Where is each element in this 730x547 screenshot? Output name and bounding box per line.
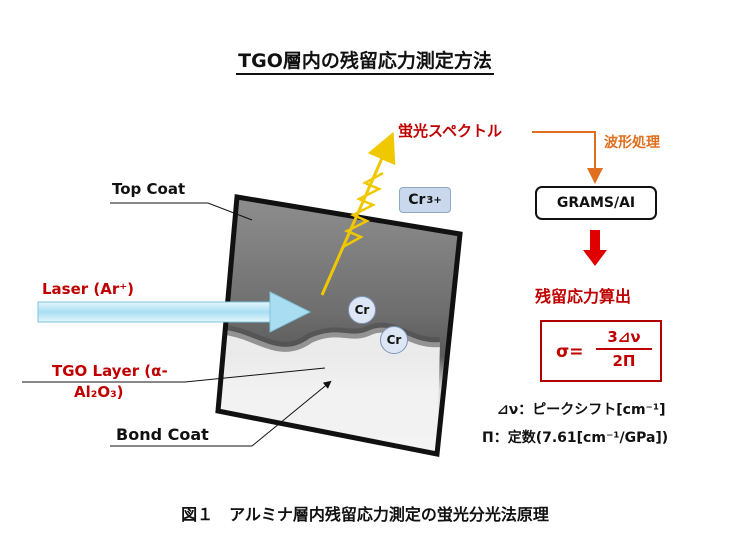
calc-arrow <box>583 230 607 266</box>
diagram-title-text: TGO層内の残留応力測定方法 <box>236 50 494 75</box>
top-coat-leader <box>110 202 253 221</box>
cr3-base: Cr <box>408 192 426 208</box>
pi-definition: Π：定数(7.61[cm⁻¹/GPa]) <box>482 430 669 446</box>
sample-micrograph <box>215 194 463 457</box>
cr-ion-2: Cr <box>380 326 408 354</box>
tgo-layer-leader <box>22 367 326 383</box>
cr-ion-2-label: Cr <box>386 333 402 347</box>
sample-frame <box>215 194 463 457</box>
formula-fraction: 3⊿ν 2Π <box>596 328 652 370</box>
laser-label: Laser (Ar⁺) <box>42 280 135 298</box>
fluorescence-spectrum-label: 蛍光スペクトル <box>398 122 502 140</box>
figure-caption: 図１ アルミナ層内残留応力測定の蛍光分光法原理 <box>181 505 549 524</box>
emission-wave <box>342 171 384 249</box>
cr3-superscript: 3+ <box>426 194 442 206</box>
tgo-layer-label-line2: Al₂O₃) <box>74 383 124 401</box>
formula-lhs: σ= <box>556 342 584 362</box>
cr-ion-1-label: Cr <box>354 303 370 317</box>
calc-arrow-shaft <box>590 230 600 250</box>
waveform-processing-arrow <box>532 131 603 184</box>
diagram-title: TGO層内の残留応力測定方法 <box>0 46 730 75</box>
laser-beam-head <box>269 291 312 333</box>
grams-ai-label: GRAMS/AI <box>556 195 636 211</box>
calc-arrow-head <box>583 250 607 266</box>
top-coat-label: Top Coat <box>112 180 186 198</box>
delta-nu-definition: ⊿ν：ピークシフト[cm⁻¹] <box>497 402 666 418</box>
bond-coat-leader <box>110 380 332 447</box>
stress-formula-box: σ= 3⊿ν 2Π <box>540 320 662 382</box>
bond-coat-label: Bond Coat <box>116 425 209 444</box>
grams-ai-box: GRAMS/AI <box>535 186 657 220</box>
waveform-processing-label: 波形処理 <box>604 135 660 151</box>
fraction-bar <box>596 348 652 350</box>
laser-beam <box>37 291 312 333</box>
formula-numerator: 3⊿ν <box>607 328 641 346</box>
tgo-layer-label-line1: TGO Layer (α- <box>52 362 168 380</box>
laser-beam-body <box>37 301 271 323</box>
formula-denominator: 2Π <box>612 352 636 370</box>
bond-coat-region <box>218 327 440 454</box>
cr-ion-1: Cr <box>348 296 376 324</box>
residual-stress-calc-label: 残留応力算出 <box>535 287 632 306</box>
fluorescence-emission <box>320 131 396 296</box>
